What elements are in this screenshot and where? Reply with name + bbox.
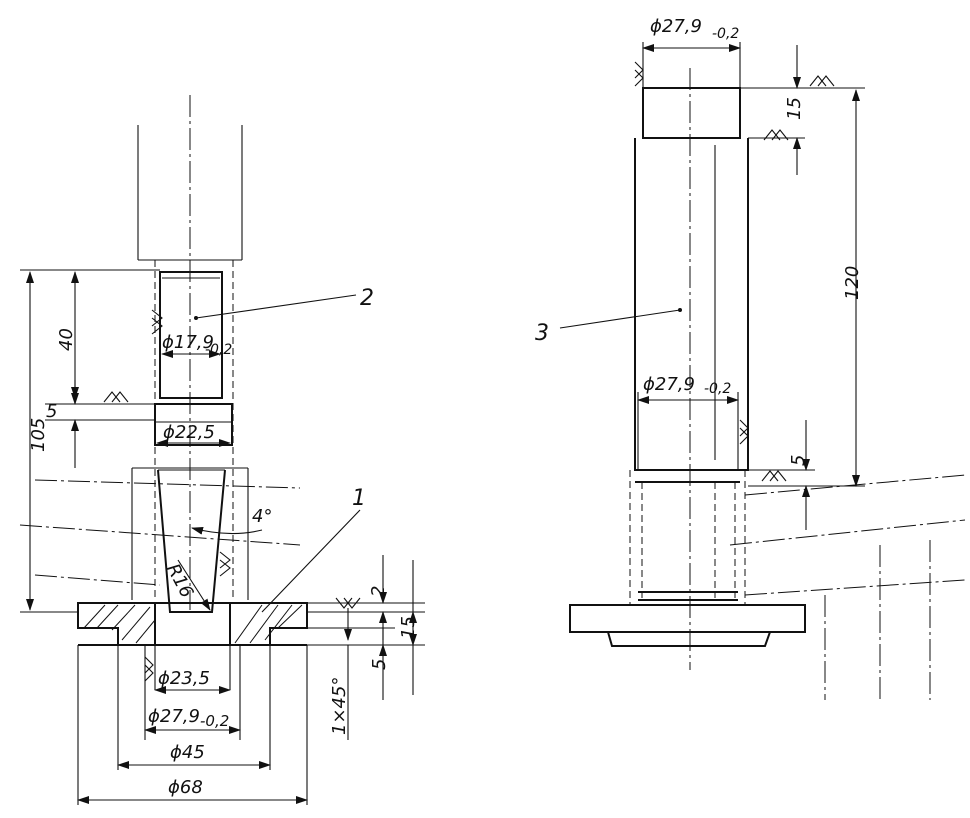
- surface-finish-symbol: [634, 61, 644, 87]
- dim-105: 105: [28, 418, 49, 452]
- right-part-view: ϕ27,9 -0,2 15: [535, 16, 966, 700]
- surface-finish-symbol: [335, 597, 361, 609]
- dim-phi27-tol: -0,2: [200, 712, 229, 730]
- dim-right-120: 120: [842, 266, 863, 300]
- dim-phi17-tol: -0,2: [205, 342, 232, 358]
- dim-15: 15: [398, 616, 419, 639]
- dim-phi22: ϕ22,5: [163, 422, 215, 443]
- surface-finish-symbol: [809, 75, 835, 87]
- dim-2: 2: [368, 586, 389, 597]
- dim-5: 5: [46, 401, 57, 422]
- surface-finish-symbol: [763, 129, 789, 141]
- dim-angle-4: 4°: [252, 506, 272, 527]
- dim-right-phi27-top-tol: -0,2: [712, 26, 739, 42]
- hatching-left: [83, 604, 156, 644]
- dim-right-phi27-top: ϕ27,9: [650, 16, 702, 37]
- part-label-3: 3: [535, 321, 549, 346]
- dim-right-phi27-mid: ϕ27,9: [643, 374, 695, 395]
- left-assembly-view: 105 40 5 ϕ17,9 -0,2 ϕ22,5 4° R16 2 1: [19, 95, 425, 805]
- surface-finish-symbol: [151, 309, 163, 335]
- dim-phi27: ϕ27,9: [148, 706, 200, 727]
- dim-phi23: ϕ23,5: [158, 668, 210, 689]
- dim-phi68: ϕ68: [168, 777, 203, 798]
- part-label-1: 1: [352, 486, 366, 511]
- surface-finish-symbol: [761, 470, 787, 482]
- dim-right-15: 15: [784, 97, 805, 120]
- surface-finish-symbol: [144, 656, 154, 682]
- surface-finish-symbol: [739, 419, 749, 445]
- dim-phi17: ϕ17,9: [162, 332, 214, 353]
- dim-40: 40: [56, 328, 77, 351]
- dim-right-5: 5: [788, 455, 809, 466]
- dim-chamfer: 1×45°: [329, 677, 350, 735]
- hatching-right: [234, 604, 303, 644]
- part-label-2: 2: [360, 286, 374, 311]
- dim-5b: 5: [369, 659, 390, 670]
- surface-finish-symbol: [219, 551, 231, 577]
- surface-finish-symbol: [103, 391, 129, 403]
- dim-right-phi27-mid-tol: -0,2: [704, 381, 731, 397]
- dim-phi45: ϕ45: [170, 742, 205, 763]
